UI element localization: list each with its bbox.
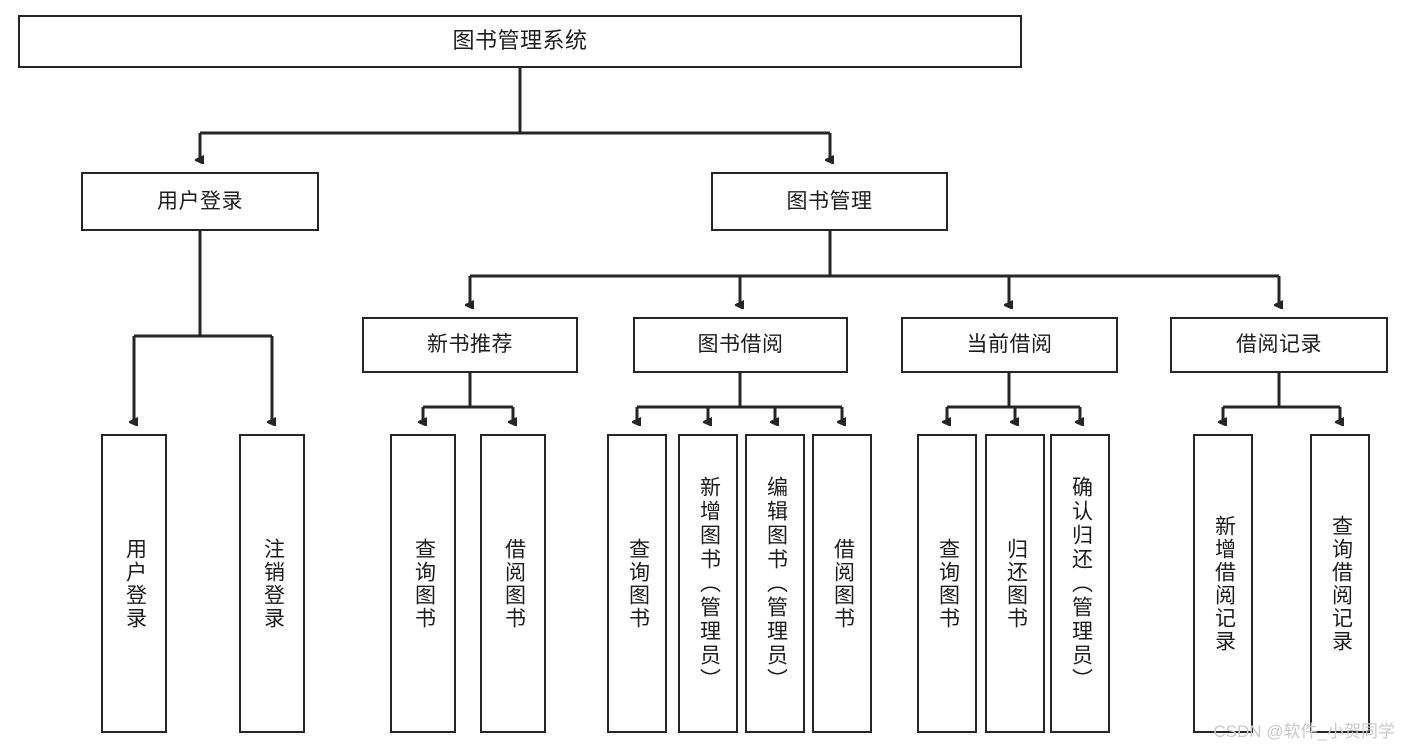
node-user-login-label: 用户登录	[157, 189, 243, 213]
node-leaf-borrow-book[interactable]: 借阅图书	[812, 434, 872, 733]
node-root-label: 图书管理系统	[452, 28, 588, 54]
node-book-borrow-label: 图书借阅	[697, 333, 784, 357]
node-leaf-confirm-return-admin-label: 确认归还（管理员）	[1069, 475, 1093, 692]
node-new-book-recommend-label: 新书推荐	[427, 333, 513, 357]
node-book-management[interactable]: 图书管理	[711, 172, 948, 231]
node-book-management-label: 图书管理	[786, 189, 873, 213]
node-leaf-logout-login-label: 注销登录	[261, 537, 285, 630]
node-current-borrow-label: 当前借阅	[966, 333, 1053, 357]
node-leaf-edit-book-admin[interactable]: 编辑图书（管理员）	[745, 434, 805, 733]
node-leaf-query-book-current[interactable]: 查询图书	[917, 434, 977, 733]
node-leaf-user-login-label: 用户登录	[123, 537, 147, 630]
node-borrow-record-label: 借阅记录	[1236, 333, 1322, 357]
csdn-watermark: CSDN @软件_小贺同学	[1213, 722, 1395, 741]
node-leaf-edit-book-admin-label: 编辑图书（管理员）	[764, 475, 788, 692]
node-leaf-user-login[interactable]: 用户登录	[101, 434, 167, 733]
node-leaf-query-borrow-record-label: 查询借阅记录	[1329, 514, 1353, 653]
node-leaf-borrow-book-label: 借阅图书	[831, 537, 855, 630]
node-book-borrow[interactable]: 图书借阅	[633, 317, 848, 373]
node-leaf-query-book-recommend[interactable]: 查询图书	[390, 434, 456, 733]
node-leaf-add-borrow-record[interactable]: 新增借阅记录	[1193, 434, 1253, 733]
node-user-login[interactable]: 用户登录	[81, 172, 319, 231]
node-leaf-query-book-borrow-label: 查询图书	[626, 537, 650, 630]
node-leaf-confirm-return-admin[interactable]: 确认归还（管理员）	[1050, 434, 1110, 733]
node-current-borrow[interactable]: 当前借阅	[901, 317, 1118, 373]
node-leaf-borrow-book-recommend[interactable]: 借阅图书	[480, 434, 546, 733]
node-leaf-query-book-current-label: 查询图书	[936, 537, 960, 630]
node-leaf-return-book-label: 归还图书	[1004, 537, 1028, 630]
node-leaf-logout-login[interactable]: 注销登录	[239, 434, 305, 733]
node-leaf-add-borrow-record-label: 新增借阅记录	[1212, 514, 1236, 653]
node-new-book-recommend[interactable]: 新书推荐	[362, 317, 578, 373]
node-leaf-add-book-admin-label: 新增图书（管理员）	[697, 475, 721, 692]
node-leaf-add-book-admin[interactable]: 新增图书（管理员）	[678, 434, 738, 733]
node-leaf-query-book-borrow[interactable]: 查询图书	[607, 434, 667, 733]
node-leaf-borrow-book-recommend-label: 借阅图书	[502, 537, 526, 630]
node-leaf-query-borrow-record[interactable]: 查询借阅记录	[1310, 434, 1370, 733]
node-borrow-record[interactable]: 借阅记录	[1170, 317, 1388, 373]
node-root[interactable]: 图书管理系统	[18, 15, 1022, 68]
node-leaf-return-book[interactable]: 归还图书	[985, 434, 1045, 733]
node-leaf-query-book-recommend-label: 查询图书	[412, 537, 436, 630]
